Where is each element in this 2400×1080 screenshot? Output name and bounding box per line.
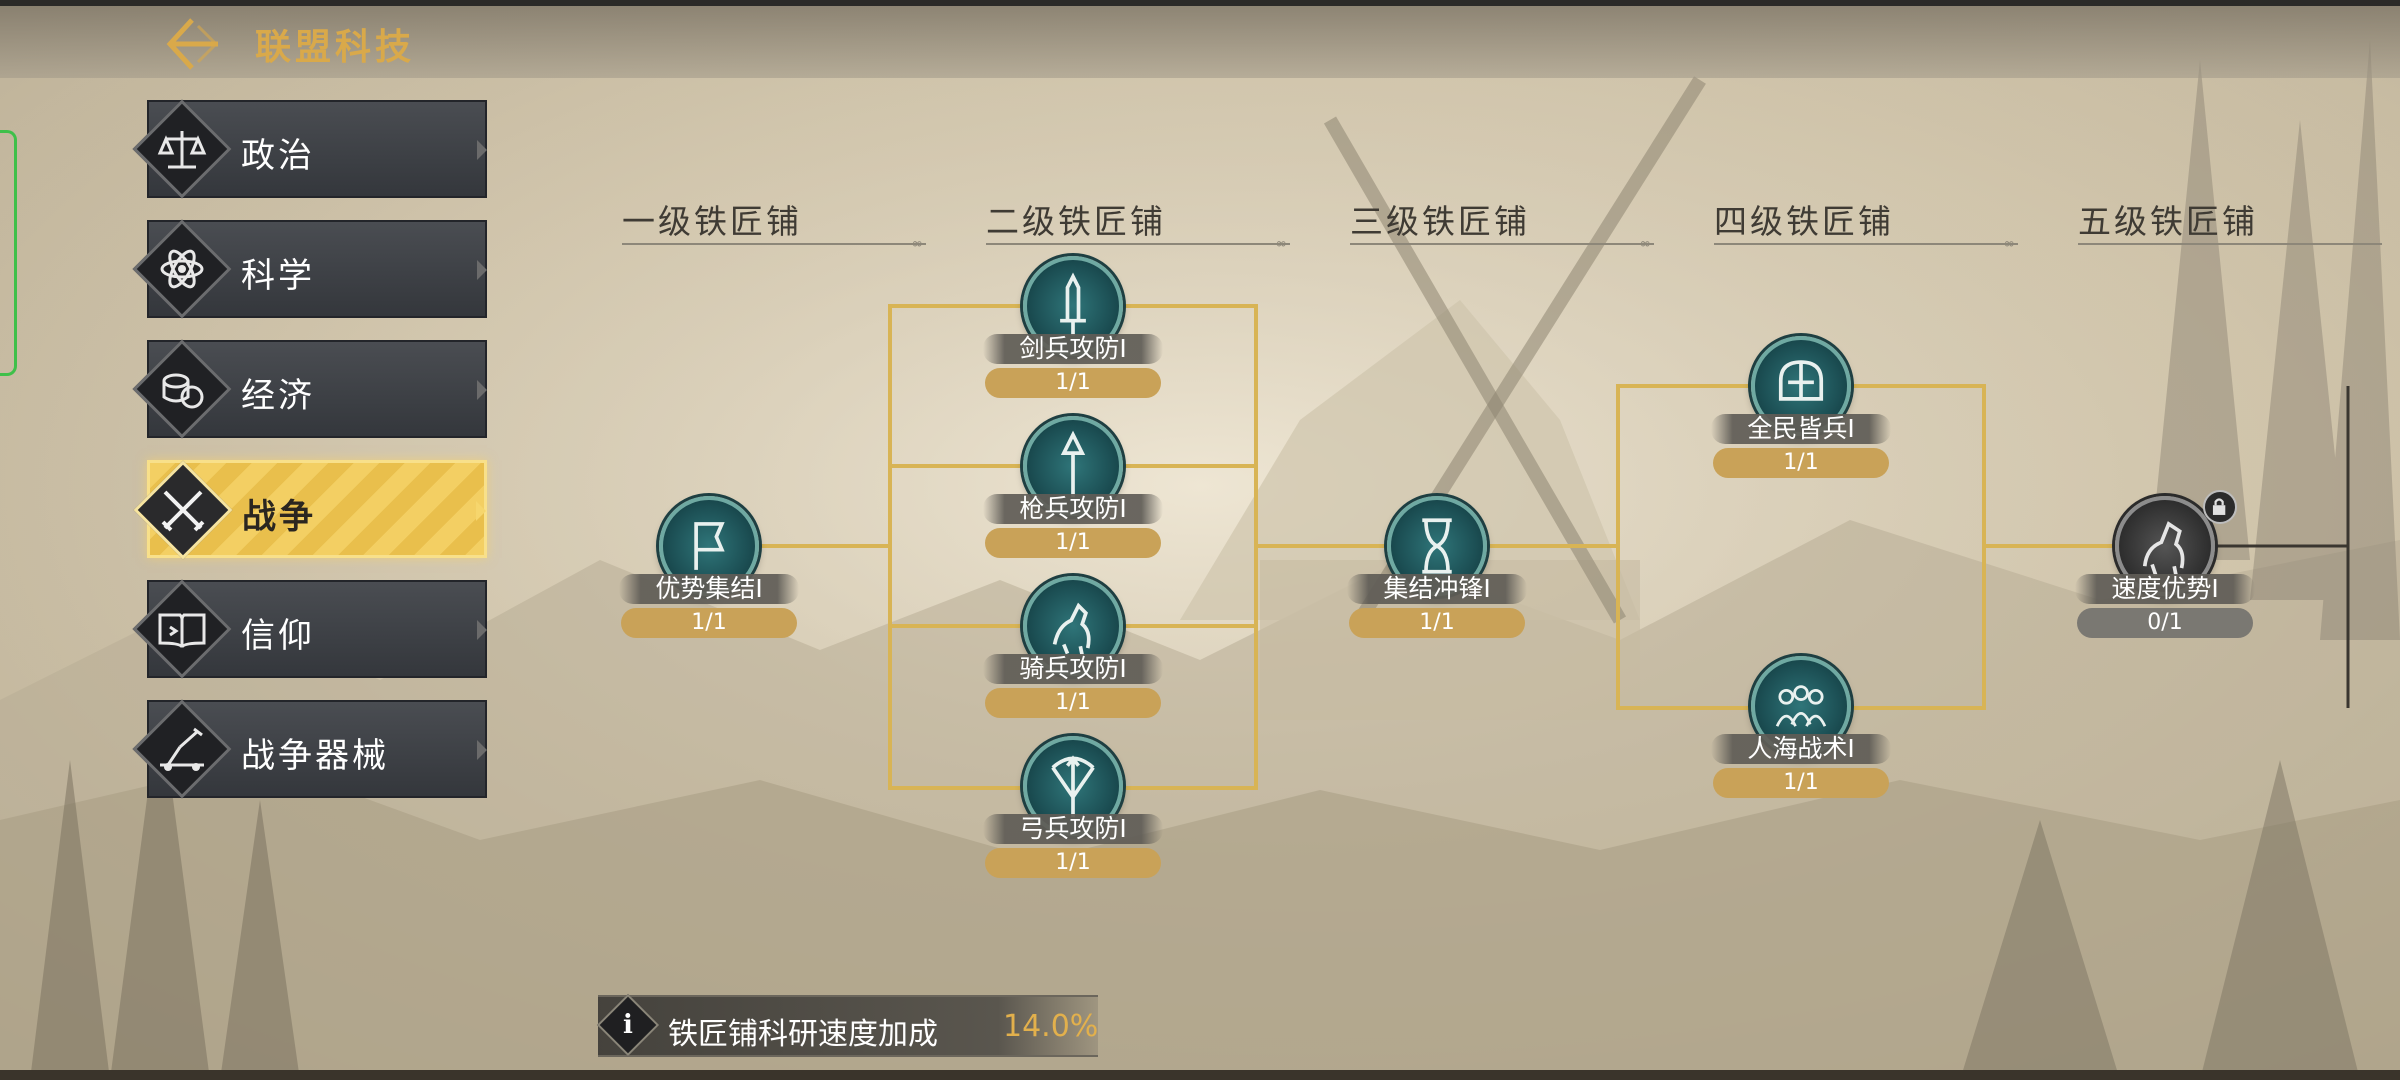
node-name: 集结冲锋I bbox=[1347, 574, 1527, 604]
top-bar bbox=[0, 0, 2400, 78]
tier-header-5: 五级铁匠铺 bbox=[2078, 195, 2382, 245]
tech-node-advantage-rally[interactable]: 优势集结I 1/1 bbox=[619, 496, 799, 656]
back-button[interactable] bbox=[162, 14, 226, 74]
node-level: 1/1 bbox=[1713, 768, 1889, 798]
coins-icon bbox=[132, 339, 232, 439]
node-name: 人海战术I bbox=[1711, 734, 1891, 764]
tier-header-1: 一级铁匠铺 ∞ bbox=[622, 195, 926, 252]
crossed-swords-icon bbox=[133, 460, 233, 560]
header-ornament: ∞ bbox=[911, 236, 926, 252]
category-politics[interactable]: 政治 bbox=[132, 99, 487, 199]
node-level: 1/1 bbox=[1713, 448, 1889, 478]
node-level: 1/1 bbox=[985, 688, 1161, 718]
node-name: 全民皆兵I bbox=[1711, 414, 1891, 444]
tech-node-rally-charge[interactable]: 集结冲锋I 1/1 bbox=[1347, 496, 1527, 656]
node-name: 优势集结I bbox=[619, 574, 799, 604]
node-level: 1/1 bbox=[985, 528, 1161, 558]
header-ornament: ∞ bbox=[1639, 236, 1654, 252]
lock-icon bbox=[2203, 490, 2237, 524]
tier-label: 三级铁匠铺 bbox=[1350, 202, 1530, 241]
category-label: 经济 bbox=[241, 376, 315, 416]
node-level: 1/1 bbox=[1349, 608, 1525, 638]
category-label: 科学 bbox=[241, 256, 315, 296]
category-faith[interactable]: 信仰 bbox=[132, 579, 487, 679]
category-science[interactable]: 科学 bbox=[132, 219, 487, 319]
tech-node-speed-advantage[interactable]: 速度优势I 0/1 bbox=[2075, 490, 2255, 656]
tech-node-swordsman[interactable]: 剑兵攻防I 1/1 bbox=[983, 256, 1163, 416]
node-name: 剑兵攻防I bbox=[983, 334, 1163, 364]
catapult-icon bbox=[132, 699, 232, 799]
book-icon bbox=[132, 579, 232, 679]
category-label: 战争 bbox=[242, 497, 316, 537]
category-label: 信仰 bbox=[241, 616, 315, 656]
tech-node-all-soldiers[interactable]: 全民皆兵I 1/1 bbox=[1711, 336, 1891, 496]
tier-label: 一级铁匠铺 bbox=[622, 202, 802, 241]
node-level: 1/1 bbox=[621, 608, 797, 638]
header-ornament: ∞ bbox=[2003, 236, 2018, 252]
atom-icon bbox=[132, 219, 232, 319]
page-title: 联盟科技 bbox=[255, 27, 416, 68]
category-economy[interactable]: 经济 bbox=[132, 339, 487, 439]
tier-header-4: 四级铁匠铺 ∞ bbox=[1714, 195, 2018, 252]
bottom-border bbox=[0, 1070, 2400, 1080]
bonus-label: 铁匠铺科研速度加成 bbox=[668, 1017, 938, 1052]
tier-header-3: 三级铁匠铺 ∞ bbox=[1350, 195, 1654, 252]
research-speed-bonus-bar: i 铁匠铺科研速度加成 14.0% bbox=[596, 993, 1099, 1057]
tech-node-cavalry[interactable]: 骑兵攻防I 1/1 bbox=[983, 576, 1163, 736]
side-panel-tab[interactable] bbox=[0, 130, 17, 376]
category-label: 战争器械 bbox=[241, 736, 389, 776]
node-name: 骑兵攻防I bbox=[983, 654, 1163, 684]
category-siege[interactable]: 战争器械 bbox=[132, 699, 487, 799]
node-name: 枪兵攻防I bbox=[983, 494, 1163, 524]
category-label: 政治 bbox=[241, 136, 315, 176]
tier-header-2: 二级铁匠铺 ∞ bbox=[986, 195, 1290, 252]
tier-label: 四级铁匠铺 bbox=[1714, 202, 1894, 241]
node-level: 0/1 bbox=[2077, 608, 2253, 638]
tier-label: 二级铁匠铺 bbox=[986, 202, 1166, 241]
scales-icon bbox=[132, 99, 232, 199]
tech-node-archer[interactable]: 弓兵攻防I 1/1 bbox=[983, 736, 1163, 896]
node-level: 1/1 bbox=[985, 848, 1161, 878]
node-name: 弓兵攻防I bbox=[983, 814, 1163, 844]
tier-label: 五级铁匠铺 bbox=[2078, 202, 2258, 241]
header-ornament: ∞ bbox=[1275, 236, 1290, 252]
node-level: 1/1 bbox=[985, 368, 1161, 398]
node-name: 速度优势I bbox=[2075, 574, 2255, 604]
tech-node-spearman[interactable]: 枪兵攻防I 1/1 bbox=[983, 416, 1163, 576]
tech-node-human-wave[interactable]: 人海战术I 1/1 bbox=[1711, 656, 1891, 816]
back-arrow-icon bbox=[166, 18, 219, 70]
category-war[interactable]: 战争 bbox=[133, 460, 487, 560]
bonus-value: 14.0% bbox=[1003, 1009, 1099, 1044]
info-icon[interactable]: i bbox=[596, 993, 660, 1057]
